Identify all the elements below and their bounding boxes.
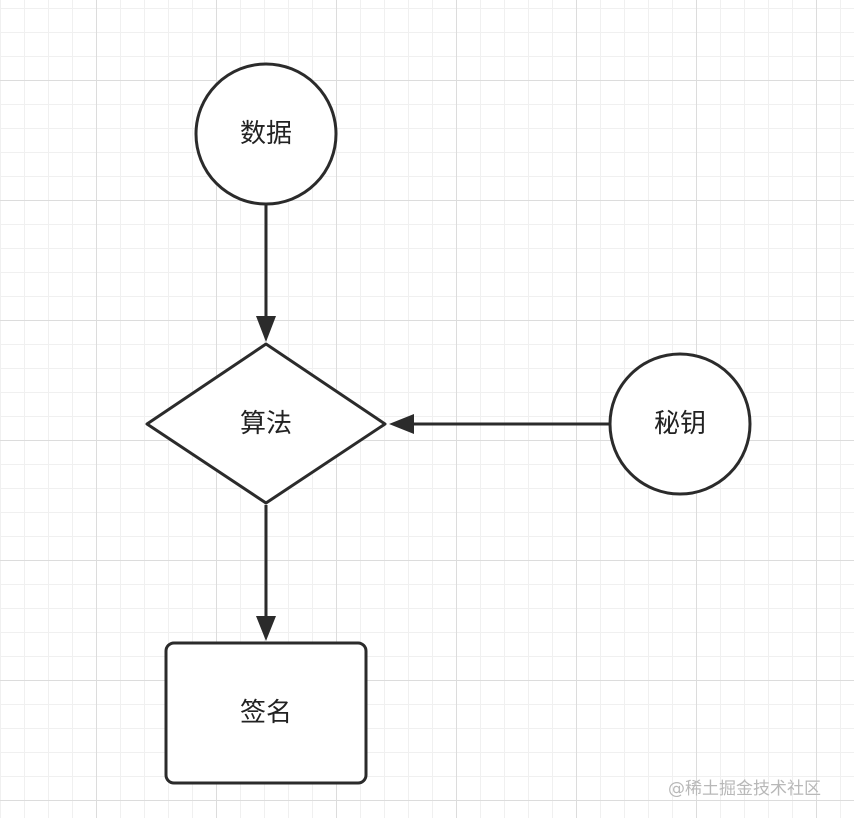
arrowhead-down-icon bbox=[256, 616, 276, 641]
node-secret-key[interactable]: 秘钥 bbox=[608, 352, 752, 496]
node-algorithm-shape bbox=[145, 342, 387, 505]
node-signature-label: 签名 bbox=[240, 698, 292, 728]
arrowhead-down-icon bbox=[256, 316, 276, 342]
node-algorithm-label: 算法 bbox=[240, 409, 292, 439]
watermark-text: @稀土掘金技术社区 bbox=[668, 779, 821, 799]
node-signature[interactable]: 签名 bbox=[164, 641, 368, 785]
node-data[interactable]: 数据 bbox=[194, 62, 338, 206]
node-secret-key-shape bbox=[608, 352, 752, 496]
node-data-shape bbox=[194, 62, 338, 206]
node-data-label: 数据 bbox=[240, 119, 292, 149]
node-secret-key-label: 秘钥 bbox=[654, 409, 706, 439]
arrowhead-left-icon bbox=[389, 414, 414, 434]
node-signature-shape bbox=[164, 641, 368, 785]
node-algorithm[interactable]: 算法 bbox=[145, 342, 387, 505]
